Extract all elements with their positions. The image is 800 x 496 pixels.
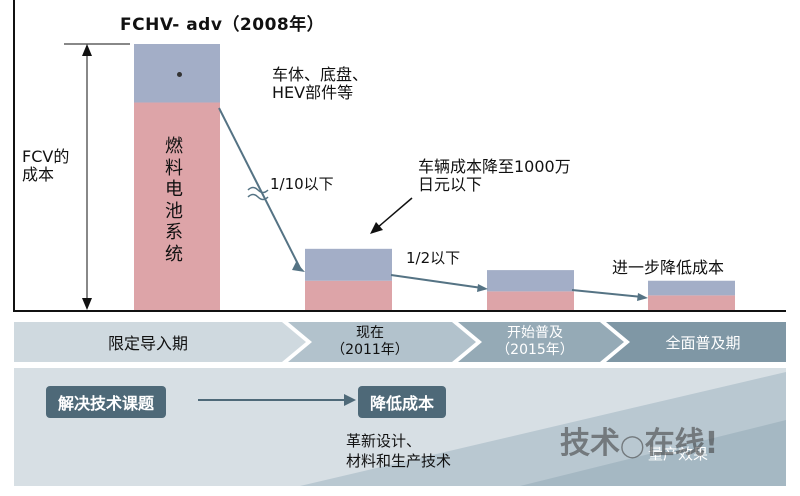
trend-arrow-2 bbox=[390, 274, 483, 289]
trend-arrow-1 bbox=[218, 107, 301, 269]
reduction-1-label: 1/10以下 bbox=[270, 175, 334, 193]
roadmap-gradient-wedge-inner bbox=[520, 420, 786, 486]
roadmap-step-solve-issues: 解决技术课题 bbox=[46, 386, 167, 418]
reduction-2-label: 1/2以下 bbox=[406, 249, 461, 267]
trend-arrow-2-head bbox=[477, 284, 488, 292]
trend-arrow-3-head bbox=[637, 293, 648, 301]
timeline-stage-2: 现在 （2011年） bbox=[300, 322, 440, 362]
timeline-stage-2-band bbox=[288, 322, 476, 362]
bar1-top-label: 车体、底盘、 HEV部件等 bbox=[272, 65, 369, 103]
roadmap-note-mass-production: 量产效果 bbox=[648, 445, 709, 463]
bar1-top-dot bbox=[177, 72, 182, 77]
timeline-stage-1-label: 限定导入期 bbox=[107, 334, 188, 353]
timeline-stage-3: 开始普及 （2015年） bbox=[470, 322, 600, 362]
bar-1-fuel-cell bbox=[134, 102, 220, 311]
further-reduction-label: 进一步降低成本 bbox=[612, 258, 725, 277]
timeline-stage-1: 限定导入期 bbox=[14, 322, 282, 362]
cost-target-label: 车辆成本降至1000万 日元以下 bbox=[418, 157, 571, 195]
timeline-stage-4-label: 全面普及期 bbox=[665, 333, 741, 352]
callout-arrow-head bbox=[370, 222, 383, 234]
timeline-stage-4: 全面普及期 bbox=[620, 322, 786, 362]
bar-2-body bbox=[305, 248, 392, 281]
bar-2-fuel-cell bbox=[305, 280, 392, 310]
watermark-logo: 技术◯在线! bbox=[560, 426, 719, 461]
cost-dimension-arrowhead-top bbox=[82, 44, 92, 56]
bar-group bbox=[134, 44, 735, 311]
y-axis-label: FCV的 成本 bbox=[22, 147, 70, 185]
bar-4-body bbox=[648, 280, 735, 296]
chart-title: FCHV- adv（2008年） bbox=[120, 15, 325, 35]
bar-3-body bbox=[487, 270, 574, 292]
timeline-stage-4-band bbox=[606, 322, 786, 362]
timeline-stage-3-label: 开始普及 （2015年） bbox=[496, 325, 574, 358]
bar-4-fuel-cell bbox=[648, 295, 735, 310]
timeline-stage-2-label: 现在 （2011年） bbox=[331, 325, 409, 358]
trend-arrow-3 bbox=[571, 289, 643, 298]
bar1-bottom-label: 燃 料 电 池 系 统 bbox=[165, 136, 183, 265]
bar-3-fuel-cell bbox=[487, 291, 574, 310]
timeline-stage-3-band bbox=[458, 322, 624, 362]
cost-dimension-arrowhead-bottom bbox=[82, 298, 92, 310]
roadmap-arrow-head bbox=[344, 394, 356, 406]
trend-arrow-1-head bbox=[292, 262, 305, 272]
callout-arrow bbox=[376, 197, 413, 229]
roadmap-note-innovation: 革新设计、 材料和生产技术 bbox=[346, 432, 452, 470]
timeline-stage-1-band bbox=[14, 322, 306, 362]
break-mark-icon bbox=[247, 186, 269, 201]
roadmap-step-reduce-cost: 降低成本 bbox=[358, 386, 447, 418]
